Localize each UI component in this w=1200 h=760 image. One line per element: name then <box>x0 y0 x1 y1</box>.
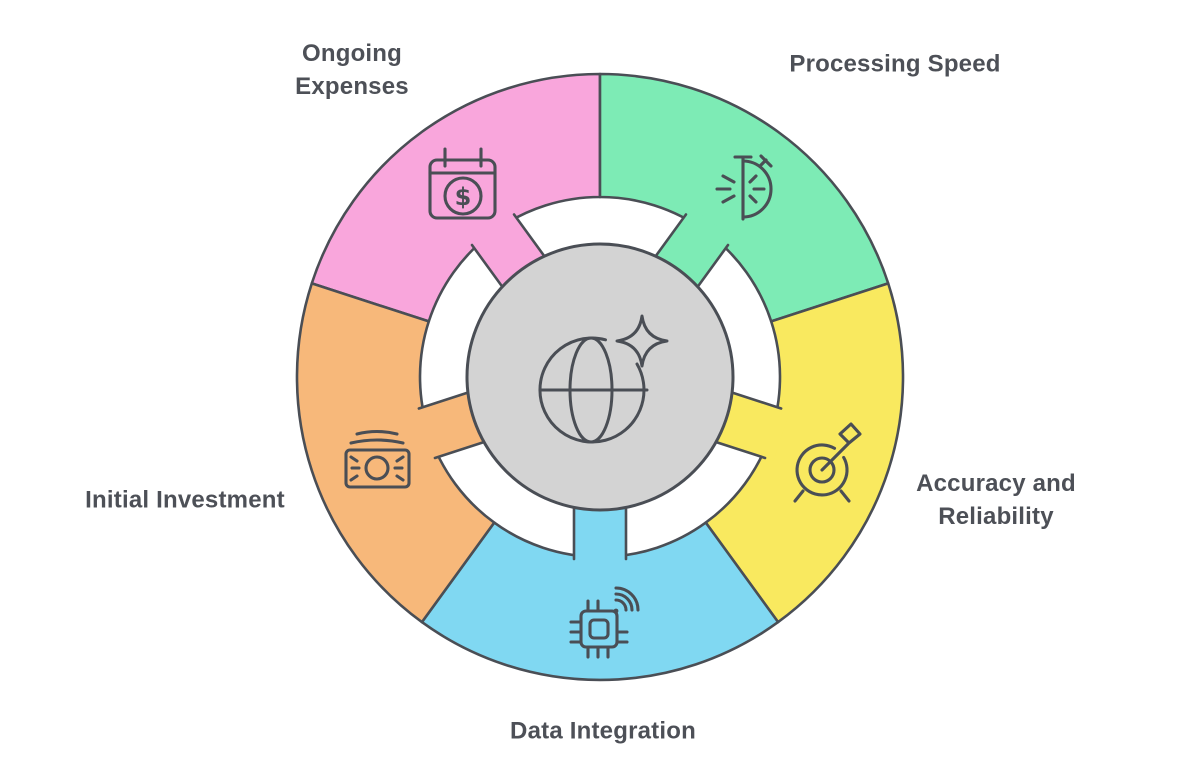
stopwatch-icon <box>715 154 773 221</box>
segment-data-integration <box>420 521 780 682</box>
stem-data-integration <box>572 502 628 568</box>
target-arrow-icon <box>793 422 862 503</box>
label-initial-investment: Initial Investment <box>85 486 285 514</box>
label-ongoing-expenses: Ongoing Expenses <box>295 39 409 100</box>
stem-initial-investment <box>410 390 489 461</box>
money-banknote-icon <box>344 429 411 489</box>
label-data-integration: Data Integration <box>510 717 696 745</box>
segment-ongoing-expenses <box>310 72 602 323</box>
chip-wifi-icon <box>569 586 640 659</box>
center-circle <box>465 242 735 512</box>
dollar-symbol: $ <box>455 183 472 211</box>
calendar-dollar-icon: $ <box>428 147 497 220</box>
globe-sparkle-icon <box>538 314 669 444</box>
segment-initial-investment <box>295 282 496 624</box>
wheel-group: $ <box>295 72 905 682</box>
label-accuracy-reliability: Accuracy and Reliability <box>916 469 1076 530</box>
label-processing-speed: Processing Speed <box>789 50 1001 78</box>
stem-accuracy-reliability <box>711 390 790 461</box>
